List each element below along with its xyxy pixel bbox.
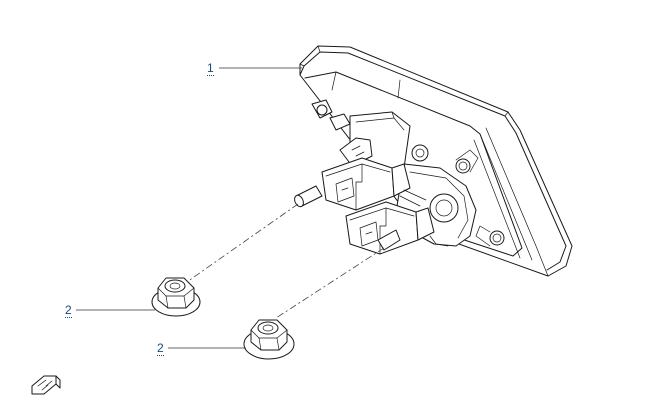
dashboard-display[interactable]: [293, 45, 573, 277]
hex-flange-nut[interactable]: [151, 277, 201, 317]
callout-number-2[interactable]: 2: [65, 303, 72, 318]
fwd-arrow-icon: [31, 375, 61, 395]
hex-flange-nut[interactable]: [243, 319, 295, 360]
assembly-line-1: [183, 203, 299, 285]
callout-number-2[interactable]: 2: [157, 341, 164, 356]
assembly-line-2: [275, 247, 385, 319]
callout-number-1[interactable]: 1: [207, 61, 214, 76]
